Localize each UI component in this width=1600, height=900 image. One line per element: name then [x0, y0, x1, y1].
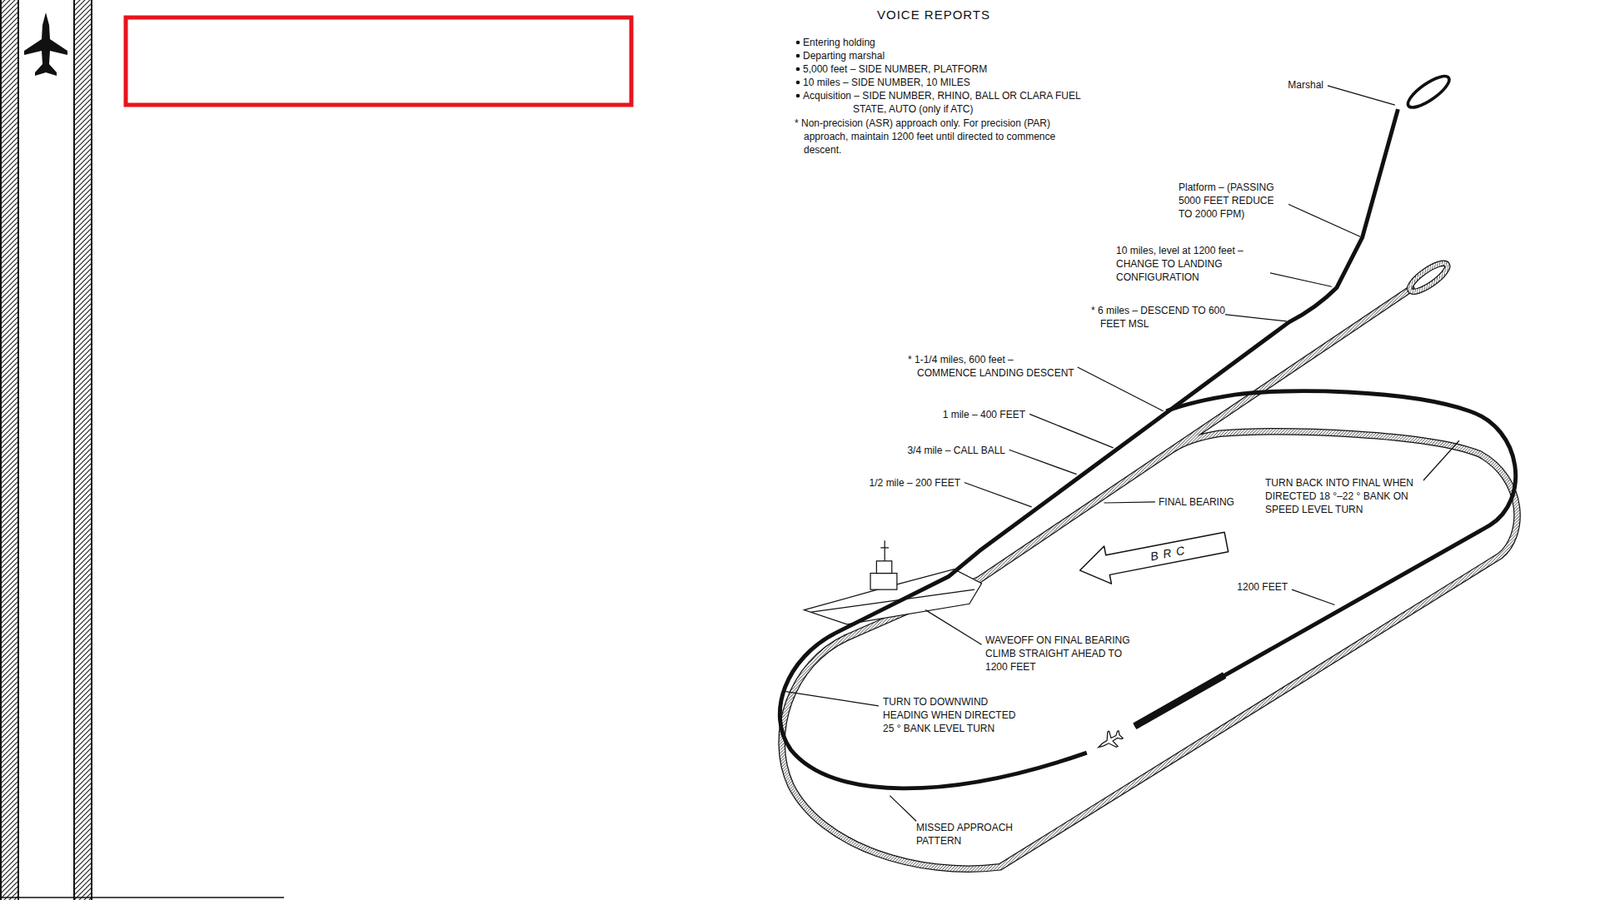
callout-label: TURN TO DOWNWIND HEADING WHEN DIRECTED 2…	[882, 695, 1027, 736]
bullet-dots	[796, 40, 801, 99]
callout-label: WAVEOFF ON FINAL BEARING CLIMB STRAIGHT …	[985, 633, 1136, 674]
leader-lines	[785, 85, 1460, 823]
callout-label: * 1-1/4 miles, 600 feet – COMMENCE LANDI…	[907, 353, 1076, 380]
voice-report: Departing marshal	[802, 49, 885, 63]
callout-label: 1 mile – 400 FEET	[942, 408, 1026, 422]
voice-report: Acquisition – SIDE NUMBER, RHINO, BALL O…	[802, 89, 1087, 116]
diagram-title: VOICE REPORTS	[877, 7, 991, 23]
callout-label: 3/4 mile – CALL BALL	[907, 443, 1006, 458]
callout-label: FINAL BEARING	[1158, 495, 1235, 509]
callout-label: 1200 FEET	[1236, 580, 1288, 594]
callout-label: Marshal	[1287, 78, 1324, 92]
aircraft-icon	[1094, 727, 1126, 756]
callout-label: MISSED APPROACH PATTERN	[916, 821, 1021, 848]
side-strip	[0, 0, 92, 900]
voice-report: * Non-precision (ASR) approach only. For…	[794, 116, 1082, 157]
approach-path	[779, 70, 1516, 789]
jet-icon	[24, 12, 68, 76]
callout-label: 1/2 mile – 200 FEET	[869, 476, 961, 490]
missed-approach-band	[782, 259, 1518, 870]
callout-label: 10 miles, level at 1200 feet – CHANGE TO…	[1116, 244, 1271, 285]
voice-report: Entering holding	[802, 35, 876, 50]
callout-label: Platform – (PASSING 5000 FEET REDUCE TO …	[1178, 180, 1289, 221]
callout-label: TURN BACK INTO FINAL WHEN DIRECTED 18 °–…	[1265, 476, 1424, 517]
red-frame	[125, 17, 632, 105]
brc-arrow: B R C	[1073, 520, 1232, 593]
carrier	[803, 540, 982, 624]
bottom-rule	[0, 897, 285, 899]
voice-report: 10 miles – SIDE NUMBER, 10 MILES	[802, 75, 971, 90]
callout-label: * 6 miles – DESCEND TO 600 FEET MSL	[1091, 304, 1226, 331]
voice-report: 5,000 feet – SIDE NUMBER, PLATFORM	[802, 62, 987, 76]
